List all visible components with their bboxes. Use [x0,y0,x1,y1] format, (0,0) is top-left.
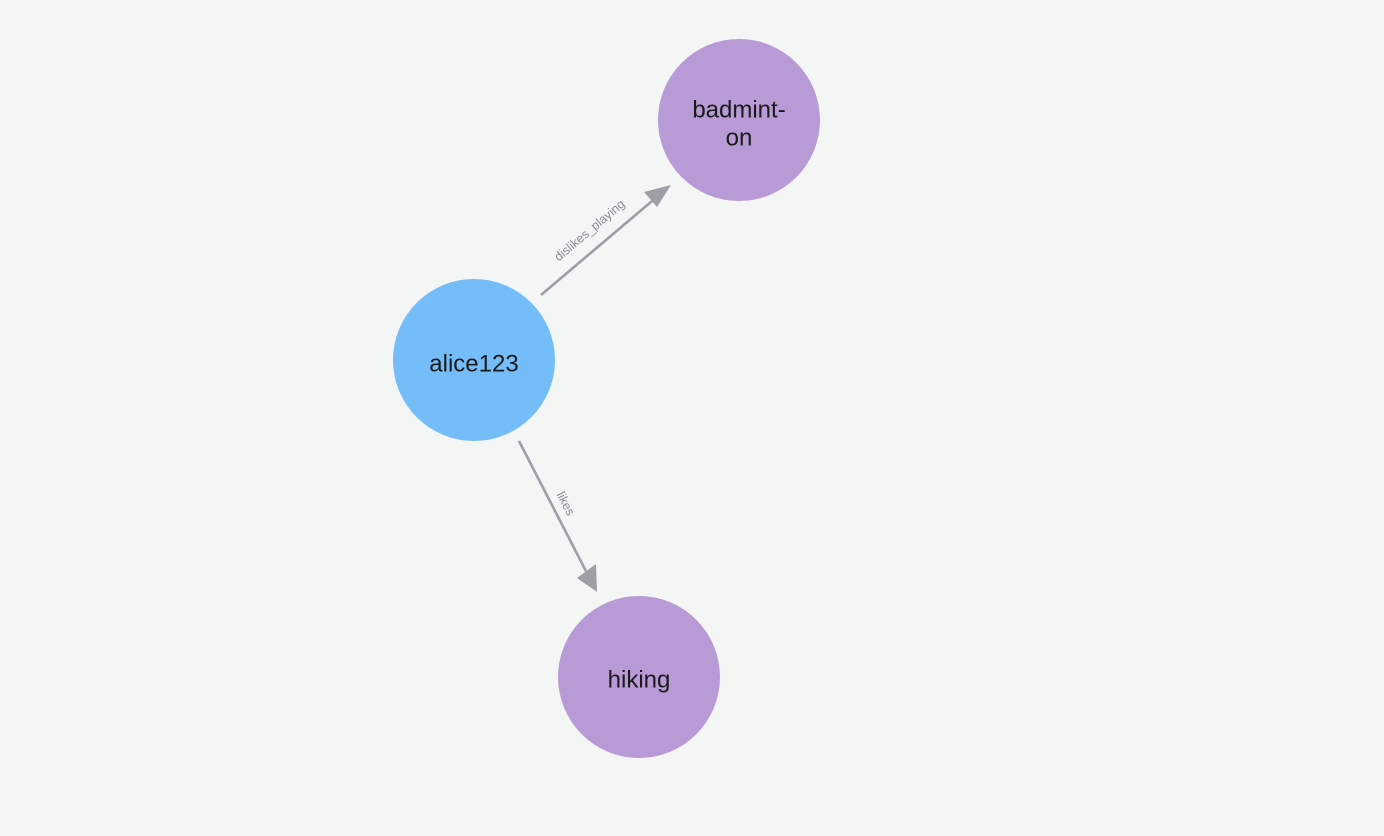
node-alice123[interactable]: alice123 [393,279,555,441]
node-layer: badmint- on alice123 hiking [393,39,820,758]
node-badminton[interactable]: badmint- on [658,39,820,201]
node-circle-alice123[interactable] [393,279,555,441]
node-hiking[interactable]: hiking [558,596,720,758]
arrow-head-likes [577,564,597,592]
edge-dislikes-playing[interactable]: dislikes_playing [540,185,671,296]
edge-line-likes [517,440,591,578]
arrow-head-dislikes-playing [644,185,671,207]
edge-likes[interactable]: likes [517,440,597,592]
node-circle-hiking[interactable] [558,596,720,758]
edge-line-dislikes-playing [540,195,659,296]
node-circle-badminton[interactable] [658,39,820,201]
